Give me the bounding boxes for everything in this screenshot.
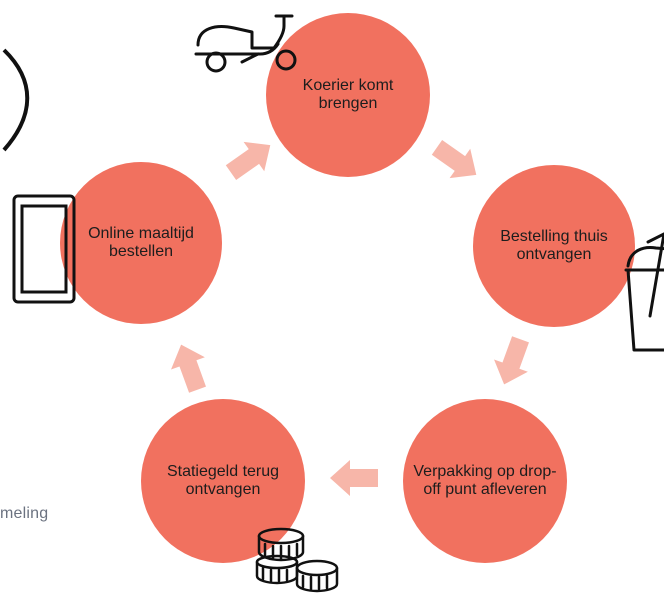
arrow-shape: [171, 344, 206, 393]
arrow-shape: [431, 140, 477, 179]
scooter-icon: [194, 14, 297, 73]
node-receive-label: Bestelling thuis ontvangen: [500, 228, 608, 263]
partial-text: meling: [0, 505, 49, 522]
node-deposit: Statiegeld terug ontvangen: [141, 399, 305, 563]
coins-icon: [255, 527, 339, 593]
node-dropoff-label: Verpakking op drop-off punt afleveren: [413, 463, 557, 498]
arrow-shape: [225, 141, 271, 180]
tablet-icon: [12, 194, 76, 304]
node-receive: Bestelling thuis ontvangen: [473, 165, 635, 327]
arrow-shape: [330, 460, 378, 496]
drink-cup-icon: [624, 232, 664, 352]
node-deposit-label: Statiegeld terug ontvangen: [166, 463, 280, 498]
arrow-shape: [494, 336, 529, 385]
node-dropoff: Verpakking op drop-off punt afleveren: [403, 399, 567, 563]
node-courier: Koerier komt brengen: [266, 13, 430, 177]
arrow-dropoff-to-deposit: [330, 460, 378, 496]
arrow-courier-to-receive: [431, 140, 477, 179]
left-bracket-arc: [2, 48, 30, 152]
arrow-deposit-to-order: [171, 344, 206, 393]
node-order-label: Online maaltijd bestellen: [88, 225, 194, 260]
arrow-receive-to-dropoff: [494, 336, 529, 385]
arrow-order-to-courier: [225, 141, 271, 180]
node-courier-label: Koerier komt brengen: [302, 77, 394, 112]
node-order: Online maaltijd bestellen: [60, 162, 222, 324]
